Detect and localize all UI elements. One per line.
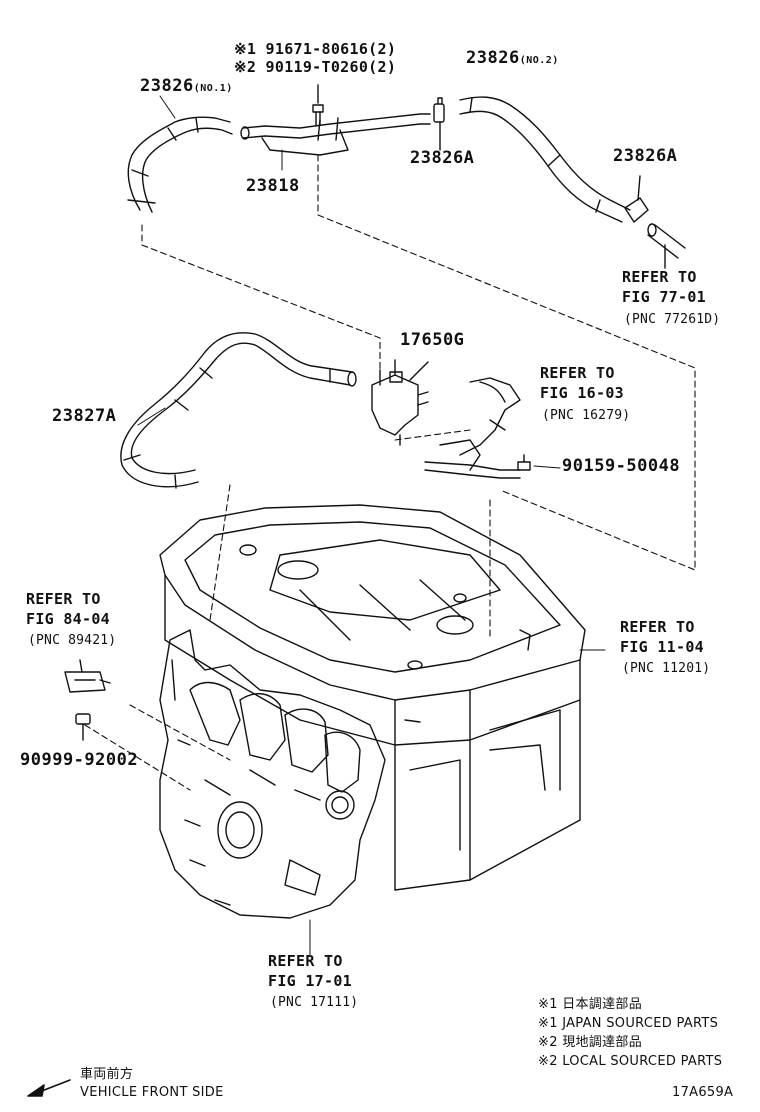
ref-fig77-line2[interactable]: FIG 77-01 xyxy=(622,288,706,306)
ref-fig11-line1[interactable]: REFER TO xyxy=(620,618,695,636)
clamp-23826a-1[interactable] xyxy=(433,97,445,151)
ref-fig16-line3: (PNC 16279) xyxy=(542,408,631,423)
callout-23826a-2[interactable]: 23826A xyxy=(613,146,678,166)
callout-23827a[interactable]: 23827A xyxy=(52,406,117,426)
engine-cylinder-head[interactable] xyxy=(159,504,586,891)
ref-fig77-line1[interactable]: REFER TO xyxy=(622,268,697,286)
callout-bolt-1[interactable]: ※1 91671-80616(2) xyxy=(234,40,397,58)
legend-note1-jp: ※1 日本調達部品 xyxy=(538,997,642,1012)
callout-23826-no1-number: 23826 xyxy=(140,76,194,96)
callout-23826-no2-tag: (NO.2) xyxy=(519,55,559,66)
dashed-connectors xyxy=(84,154,696,791)
callout-23826a-1[interactable]: 23826A xyxy=(410,148,475,168)
figure-code: 17A659A xyxy=(672,1085,734,1100)
ref-fig16-line2[interactable]: FIG 16-03 xyxy=(540,384,624,402)
arrow-left-down-icon xyxy=(27,1079,71,1097)
plug-90999[interactable] xyxy=(75,713,91,741)
ref-fig16-line1[interactable]: REFER TO xyxy=(540,364,615,382)
sensor-89421[interactable] xyxy=(64,659,111,693)
legend-note2-jp: ※2 現地調達部品 xyxy=(538,1035,642,1050)
ref-fig77-line3: (PNC 77261D) xyxy=(624,312,721,327)
ref-fig84-line1[interactable]: REFER TO xyxy=(26,590,101,608)
legend-note2-en: ※2 LOCAL SOURCED PARTS xyxy=(538,1054,723,1069)
bolt-90159[interactable] xyxy=(517,454,531,471)
callout-90159-50048[interactable]: 90159-50048 xyxy=(562,456,681,476)
callout-bolt-2[interactable]: ※2 90119-T0260(2) xyxy=(234,58,397,76)
pipe-to-fig77[interactable] xyxy=(647,223,686,269)
hose-23826-no1[interactable] xyxy=(127,116,233,213)
direction-label-en: VEHICLE FRONT SIDE xyxy=(80,1085,224,1100)
ref-fig11-line2[interactable]: FIG 11-04 xyxy=(620,638,704,656)
clamp-23826a-2[interactable] xyxy=(624,175,649,223)
ref-fig11-line3: (PNC 11201) xyxy=(622,661,711,676)
callout-23826-no1-tag: (NO.1) xyxy=(193,83,233,94)
ref-fig17-line3: (PNC 17111) xyxy=(270,995,359,1010)
pipe-23818[interactable] xyxy=(240,113,431,156)
leader-lines xyxy=(137,95,606,956)
callout-23826-no2-number: 23826 xyxy=(466,48,520,68)
bracket-fig16[interactable] xyxy=(424,377,521,479)
intake-manifold[interactable] xyxy=(159,629,386,919)
ref-fig17-line1[interactable]: REFER TO xyxy=(268,952,343,970)
ref-fig17-line2[interactable]: FIG 17-01 xyxy=(268,972,352,990)
callout-90999-92002[interactable]: 90999-92002 xyxy=(20,750,139,770)
hose-23826-no2[interactable] xyxy=(459,96,631,223)
callout-23818[interactable]: 23818 xyxy=(246,176,300,196)
direction-label-jp: 車両前方 xyxy=(80,1067,134,1082)
legend-note1-en: ※1 JAPAN SOURCED PARTS xyxy=(538,1016,719,1031)
callout-23826-no1[interactable]: 23826(NO.1) xyxy=(140,78,233,95)
ref-fig84-line2[interactable]: FIG 84-04 xyxy=(26,610,110,628)
hose-23827a[interactable] xyxy=(120,332,357,489)
callout-23826-no2[interactable]: 23826(NO.2) xyxy=(466,50,559,67)
ref-fig84-line3: (PNC 89421) xyxy=(28,633,117,648)
callout-17650g[interactable]: 17650G xyxy=(400,330,465,350)
valve-17650g[interactable] xyxy=(371,359,429,446)
bolt-91671[interactable] xyxy=(312,84,324,126)
